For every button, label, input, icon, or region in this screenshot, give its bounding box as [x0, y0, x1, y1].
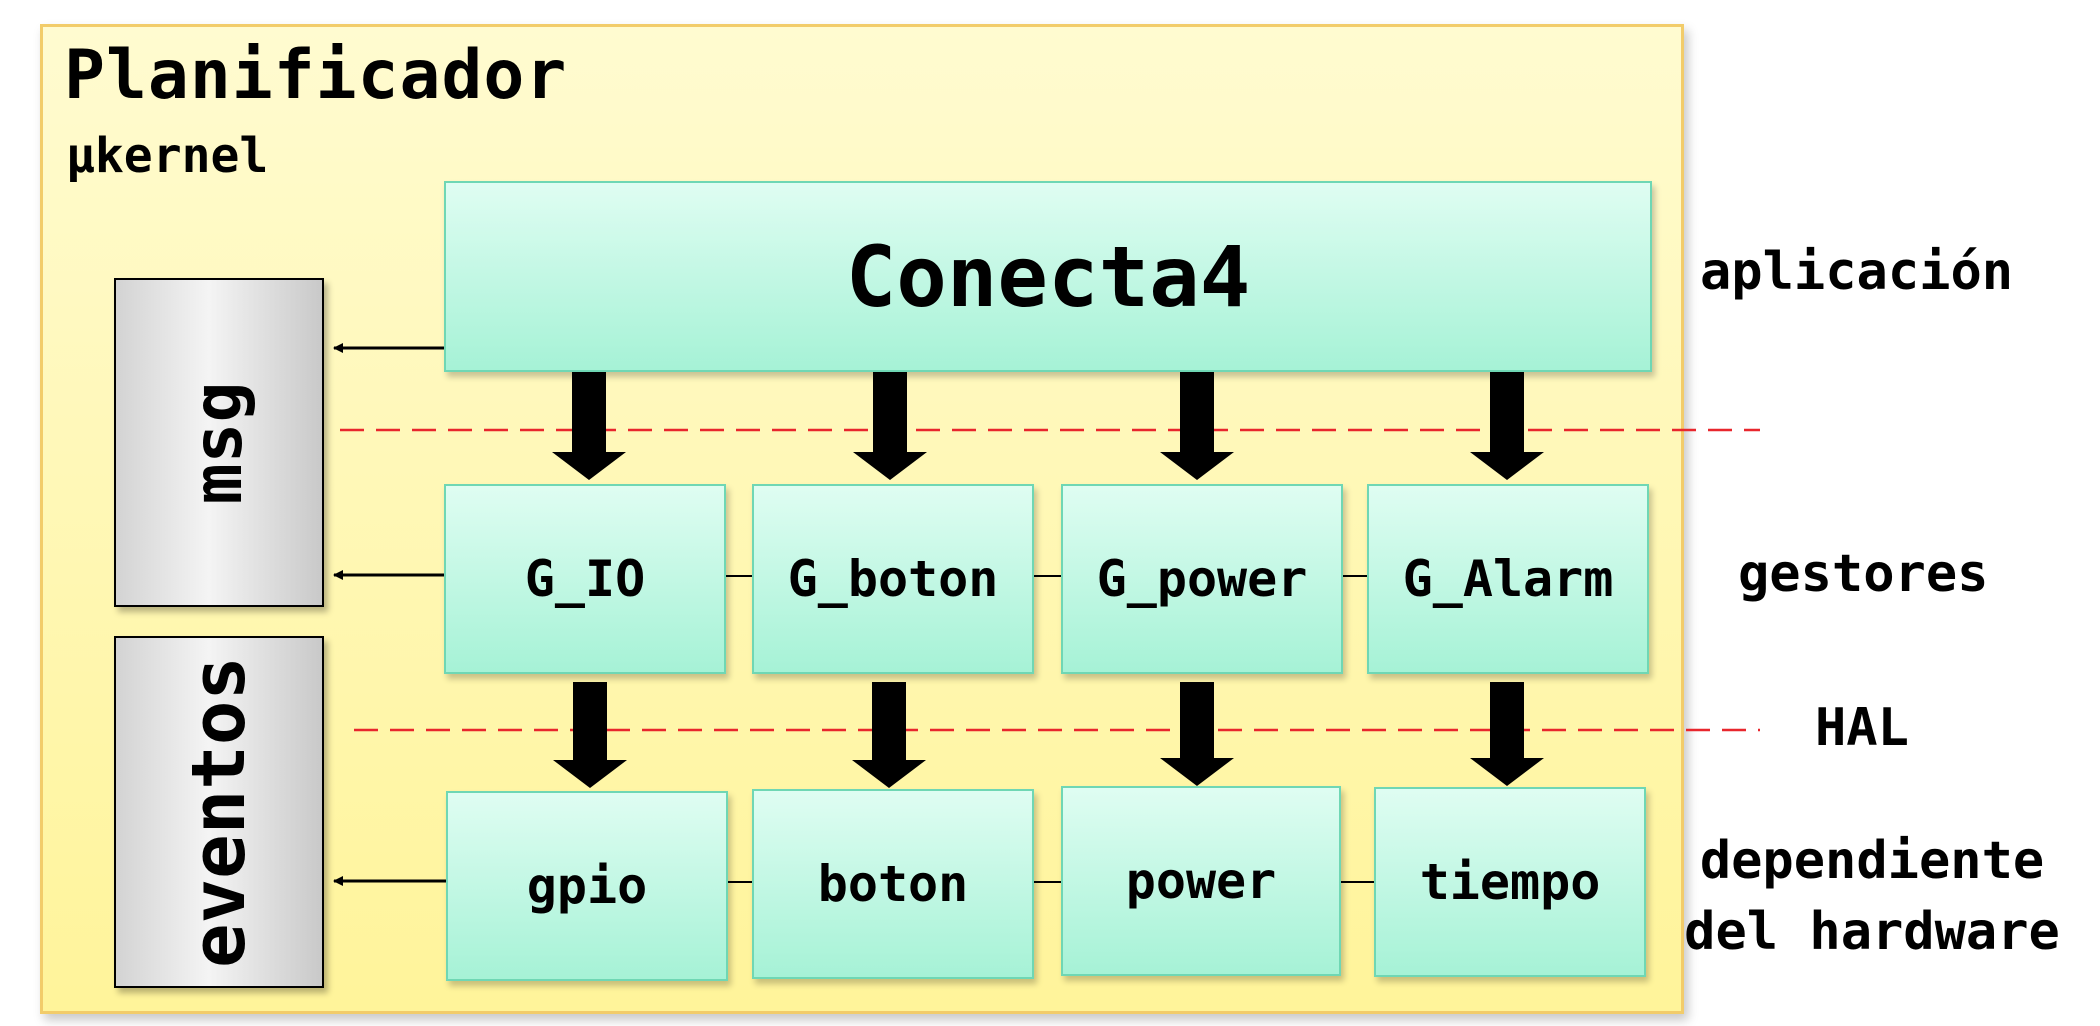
events-panel: eventos	[114, 636, 324, 988]
down-arrow-g-power-to-power	[1160, 682, 1234, 786]
manager-box-g-boton: G_boton	[752, 484, 1034, 674]
driver-box-boton: boton	[752, 789, 1034, 979]
down-arrow-g-boton-to-boton	[852, 682, 926, 788]
down-arrow-app-to-g-alarm	[1470, 372, 1544, 480]
layer-label-hardware-line1: dependiente	[1699, 831, 2045, 891]
msg-panel: msg	[114, 278, 324, 607]
manager-box-g-io: G_IO	[444, 484, 726, 674]
scheduler-title: Planificador	[64, 36, 568, 115]
driver-box-power: power	[1061, 786, 1341, 976]
layer-label-hal: HAL	[1815, 698, 1909, 758]
down-arrow-g-alarm-to-tiempo	[1470, 682, 1544, 786]
down-arrow-app-to-g-boton	[853, 372, 927, 480]
application-box: Conecta4	[444, 181, 1652, 372]
microkernel-subtitle: µkernel	[66, 128, 269, 184]
layer-label-hardware: dependiente del hardware	[1672, 826, 2072, 967]
layer-label-hardware-line2: del hardware	[1684, 901, 2060, 962]
manager-box-g-alarm: G_Alarm	[1367, 484, 1649, 674]
layer-label-managers: gestores	[1738, 544, 1989, 604]
down-arrow-app-to-g-power	[1160, 372, 1234, 480]
driver-box-tiempo: tiempo	[1374, 787, 1646, 977]
down-arrow-app-to-g-io	[552, 372, 626, 480]
driver-box-gpio: gpio	[446, 791, 728, 981]
layer-label-application: aplicación	[1700, 242, 2014, 302]
manager-box-g-power: G_power	[1061, 484, 1343, 674]
down-arrow-g-io-to-gpio	[553, 682, 627, 788]
